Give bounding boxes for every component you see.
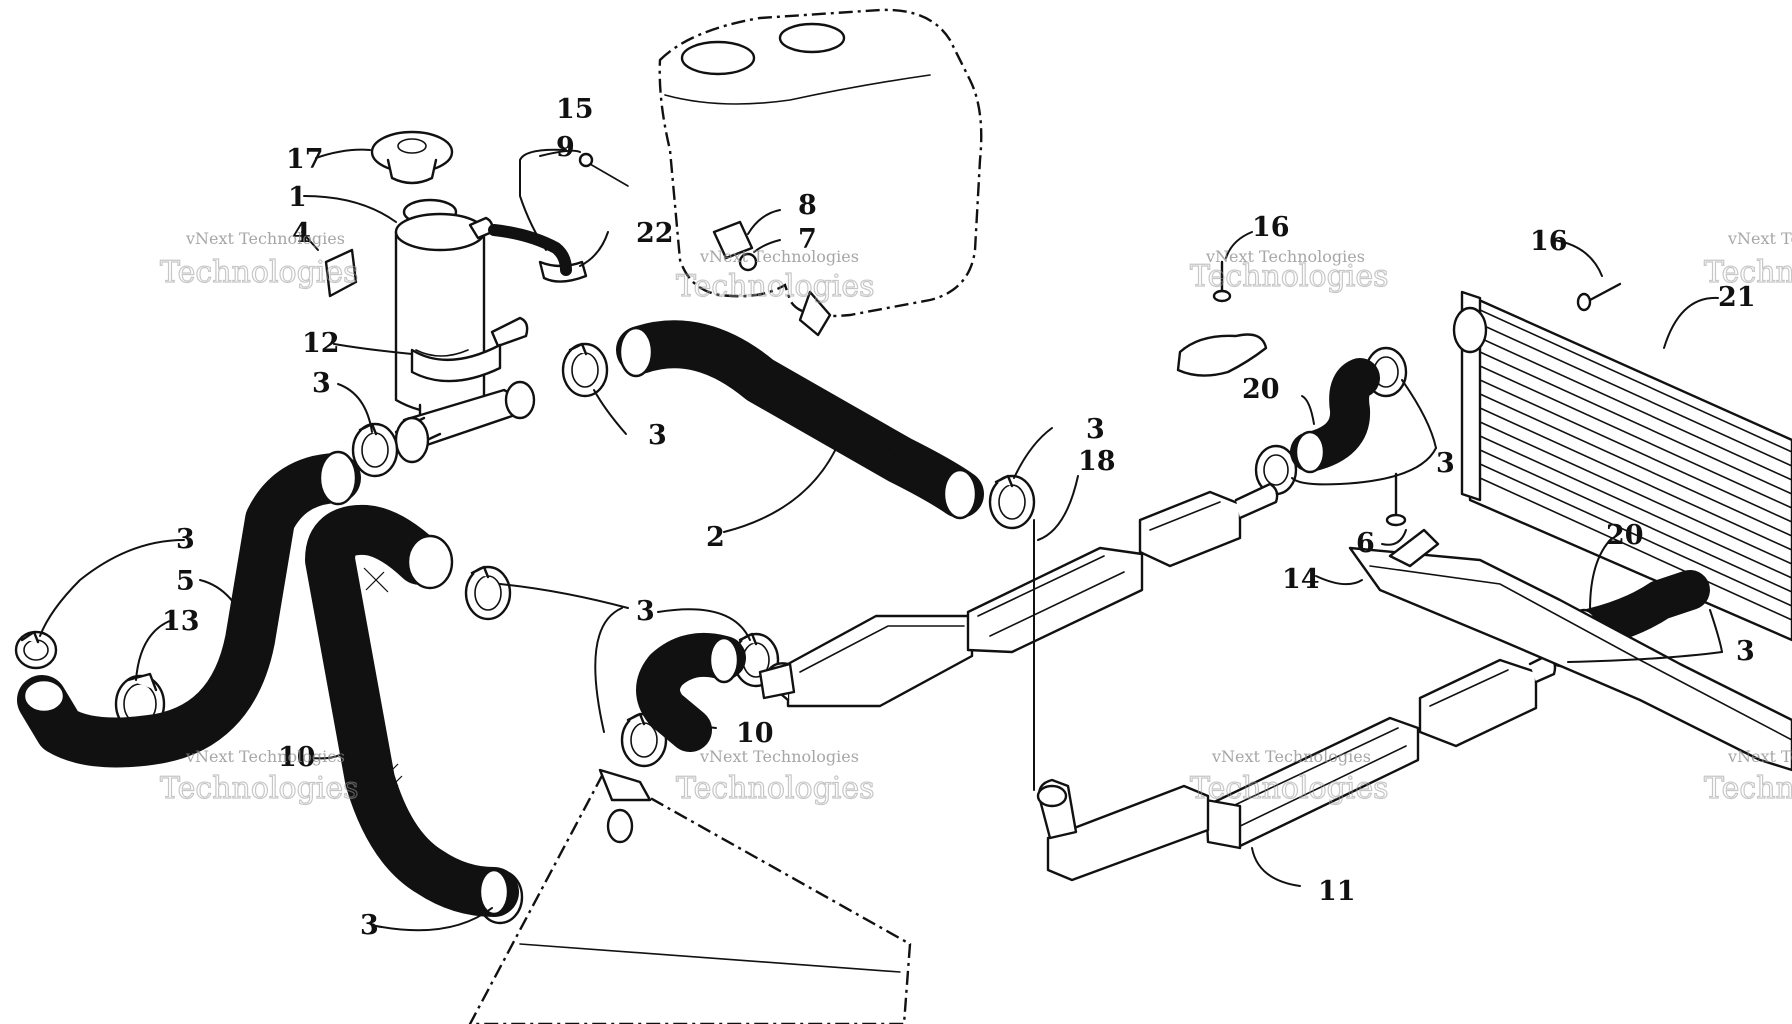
coolant-hose-left	[17, 450, 361, 768]
grommet	[738, 252, 758, 272]
heat-exchanger-outlet	[1033, 519, 1210, 882]
watermark: vNext Technologies Technologies	[1703, 229, 1792, 291]
callout-16: 16	[1252, 212, 1290, 243]
watermark: vNext Technologies Technologies	[675, 247, 875, 305]
callout-6: 6	[1356, 528, 1375, 559]
rivet	[1576, 282, 1622, 312]
watermark: vNext Technologies Technologies	[1189, 747, 1389, 807]
svg-text:vNext Technologies: vNext Technologies	[1727, 229, 1792, 248]
radiator-hose-upper	[1290, 358, 1380, 474]
svg-text:Technologies: Technologies	[1190, 771, 1389, 806]
callout-17: 17	[286, 144, 324, 175]
hose-clamp	[464, 565, 512, 621]
svg-text:vNext Technologies: vNext Technologies	[185, 747, 345, 766]
svg-text:Technologies: Technologies	[160, 771, 359, 806]
callout-3: 3	[176, 524, 195, 555]
callout-4: 4	[292, 218, 311, 249]
svg-text:vNext Technologies: vNext Technologies	[699, 247, 859, 266]
svg-text:Technologies: Technologies	[1704, 255, 1792, 290]
callout-12: 12	[302, 328, 340, 359]
heat-exchanger-tube	[1204, 716, 1420, 850]
decal	[324, 248, 358, 298]
svg-text:Technologies: Technologies	[1190, 259, 1389, 294]
callout-3: 3	[1086, 414, 1105, 445]
callout-8: 8	[798, 190, 817, 221]
callout-18: 18	[1078, 446, 1116, 477]
coolant-hose-lower-left	[305, 504, 519, 917]
svg-text:vNext Technologies: vNext Technologies	[1727, 747, 1792, 766]
callout-20: 20	[1242, 374, 1280, 405]
elbow-hose	[636, 632, 746, 752]
svg-text:vNext Technologies: vNext Technologies	[1211, 747, 1371, 766]
callout-10: 10	[736, 718, 774, 749]
callout-7: 7	[798, 224, 817, 255]
radiator-cap	[370, 130, 454, 185]
callout-2: 2	[706, 522, 725, 553]
svg-text:Technologies: Technologies	[160, 255, 359, 290]
watermark: vNext Technologies Technologies	[159, 229, 359, 291]
gasket	[1176, 333, 1268, 377]
callout-22: 22	[636, 218, 674, 249]
callout-3: 3	[1736, 636, 1755, 667]
callout-10: 10	[278, 742, 316, 773]
callout-3: 3	[312, 368, 331, 399]
callout-14: 14	[1282, 564, 1320, 595]
bolt	[578, 152, 629, 187]
callout-1: 1	[288, 182, 307, 213]
heat-exchanger-tube	[758, 614, 974, 708]
front-radiator	[468, 768, 912, 1024]
svg-text:Technologies: Technologies	[1704, 771, 1792, 806]
hose-clamp	[561, 342, 609, 398]
callout-20: 20	[1606, 520, 1644, 551]
watermark: vNext Technologies Technologies	[1703, 747, 1792, 807]
callout-3: 3	[636, 596, 655, 627]
watermark: vNext Technologies Technologies	[675, 747, 875, 807]
watermark: vNext Technologies Technologies	[159, 747, 359, 807]
filler-neck-bottle	[394, 198, 529, 428]
radiator	[1452, 290, 1792, 642]
svg-text:Technologies: Technologies	[676, 771, 875, 806]
callout-11: 11	[1318, 876, 1356, 907]
hose-clamp	[988, 474, 1036, 530]
svg-text:Technologies: Technologies	[676, 269, 875, 304]
rivet	[1385, 472, 1407, 527]
svg-text:vNext Technologies: vNext Technologies	[185, 229, 345, 248]
rivet	[1212, 260, 1232, 303]
hose-clamp	[14, 630, 58, 670]
callout-13: 13	[162, 606, 200, 637]
callout-3: 3	[648, 420, 667, 451]
heat-exchanger-tube	[966, 546, 1144, 654]
svg-text:vNext Technologies: vNext Technologies	[699, 747, 859, 766]
callout-9: 9	[556, 132, 575, 163]
watermark: vNext Technologies Technologies	[1189, 247, 1389, 295]
callout-3: 3	[1436, 448, 1455, 479]
callout-5: 5	[176, 566, 195, 597]
callout-21: 21	[1718, 282, 1756, 313]
t-fitting	[394, 380, 536, 464]
heat-exchanger-tube	[1138, 482, 1279, 568]
callout-16: 16	[1530, 226, 1568, 257]
callout-15: 15	[556, 94, 594, 125]
coolant-hose-upper	[616, 320, 984, 520]
svg-text:vNext Technologies: vNext Technologies	[1205, 247, 1365, 266]
callout-3: 3	[360, 910, 379, 941]
heat-exchanger-tube	[1418, 654, 1557, 748]
mounting-bracket	[712, 220, 754, 260]
hose-clamp	[351, 422, 399, 478]
mounting-rail	[1348, 528, 1792, 772]
